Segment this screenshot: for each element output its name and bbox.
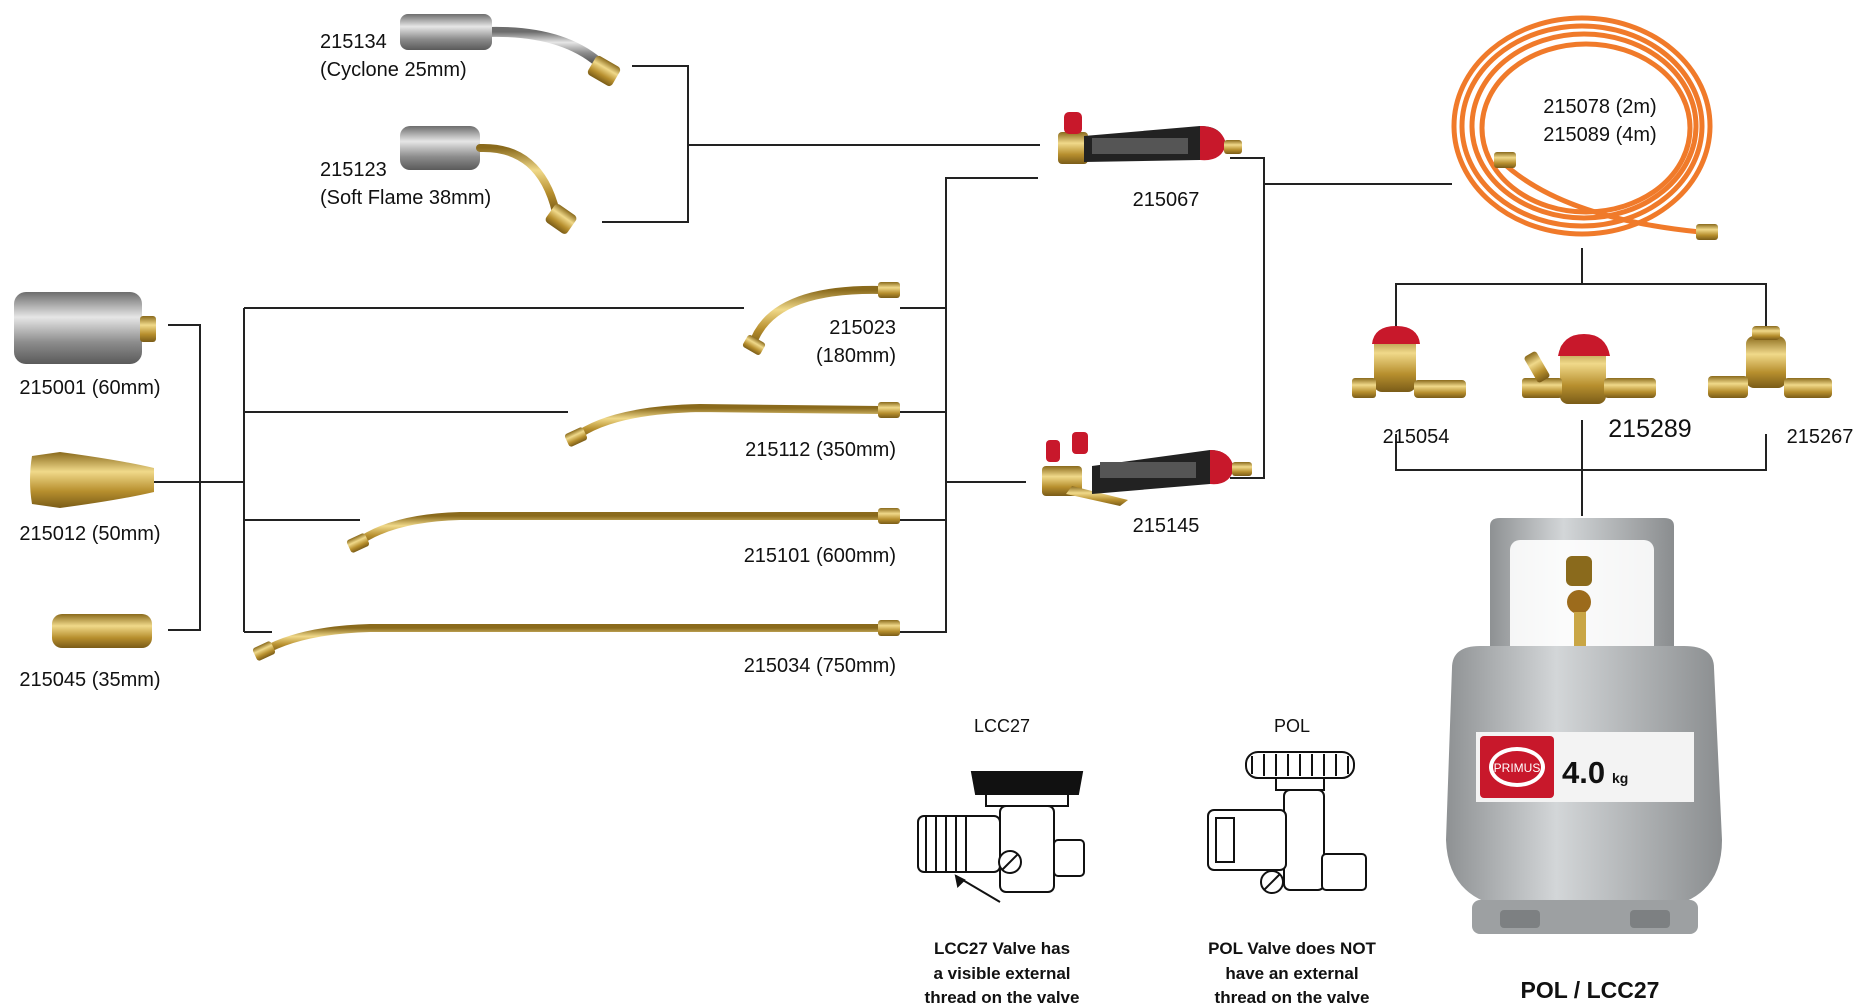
pol-note-line-1: POL Valve does NOT: [1208, 939, 1376, 958]
pol-title: POL: [1274, 716, 1310, 736]
handle-215145: [1042, 432, 1252, 506]
pol-note-line-2: have an external: [1225, 964, 1358, 983]
softflame-burner: [400, 126, 577, 234]
neck-tube-180: [742, 282, 900, 355]
neck-tube-600: [346, 508, 900, 553]
neck-180-code: 215023: [829, 317, 896, 339]
cylinder-weight: 4.0: [1562, 755, 1605, 790]
burner-50mm: [30, 452, 154, 508]
pol-valve-drawing: [1207, 751, 1367, 894]
gas-hose: [1451, 15, 1713, 237]
regulator-215054-label: 215054: [1383, 426, 1450, 448]
regulator-215289-label: 215289: [1608, 415, 1691, 443]
gas-cylinder: [1446, 518, 1722, 934]
regulator-215289: [1522, 334, 1656, 404]
lcc27-note-line-1: LCC27 Valve has: [934, 939, 1070, 958]
neck-tube-750: [252, 620, 900, 661]
lcc27-note-line-3: thread on the valve: [925, 988, 1080, 1006]
pol-note-line-3: thread on the valve: [1215, 988, 1370, 1006]
handle-215145-label: 215145: [1133, 515, 1200, 537]
burner-50mm-label: 215012 (50mm): [19, 523, 160, 545]
lcc27-note-line-2: a visible external: [933, 964, 1070, 983]
hose-label-2m: 215078 (2m): [1543, 96, 1656, 118]
burner-35mm-label: 215045 (35mm): [19, 669, 160, 691]
burner-35mm: [52, 614, 152, 648]
softflame-code: 215123: [320, 159, 387, 181]
cyclone-desc: (Cyclone 25mm): [320, 59, 467, 81]
neck-600-label: 215101 (600mm): [744, 545, 896, 567]
regulator-215267-label: 215267: [1787, 426, 1854, 448]
regulator-215267: [1708, 326, 1832, 398]
hose-label-4m: 215089 (4m): [1543, 124, 1656, 146]
hose-fitting-1: [1494, 152, 1516, 168]
cyclone-burner: [400, 14, 621, 87]
cyclone-code: 215134: [320, 31, 387, 53]
neck-750-label: 215034 (750mm): [744, 655, 896, 677]
hose-fitting-2: [1696, 224, 1718, 240]
connector-lines: [150, 65, 1767, 633]
burner-60mm-label: 215001 (60mm): [19, 377, 160, 399]
cylinder-unit: kg: [1612, 770, 1628, 786]
cylinder-brand: PRIMUS: [1494, 761, 1541, 775]
burner-60mm: [14, 292, 156, 364]
handle-215067-label: 215067: [1133, 189, 1200, 211]
softflame-desc: (Soft Flame 38mm): [320, 187, 491, 209]
regulator-215054: [1352, 326, 1466, 398]
neck-350-label: 215112 (350mm): [745, 439, 896, 461]
cylinder-caption: POL / LCC27: [1521, 977, 1660, 1003]
lcc27-title: LCC27: [974, 716, 1030, 736]
lcc27-valve-drawing: [917, 771, 1085, 903]
handle-215067: [1058, 112, 1242, 164]
neck-tube-350: [564, 402, 900, 447]
neck-180-desc: (180mm): [816, 345, 896, 367]
